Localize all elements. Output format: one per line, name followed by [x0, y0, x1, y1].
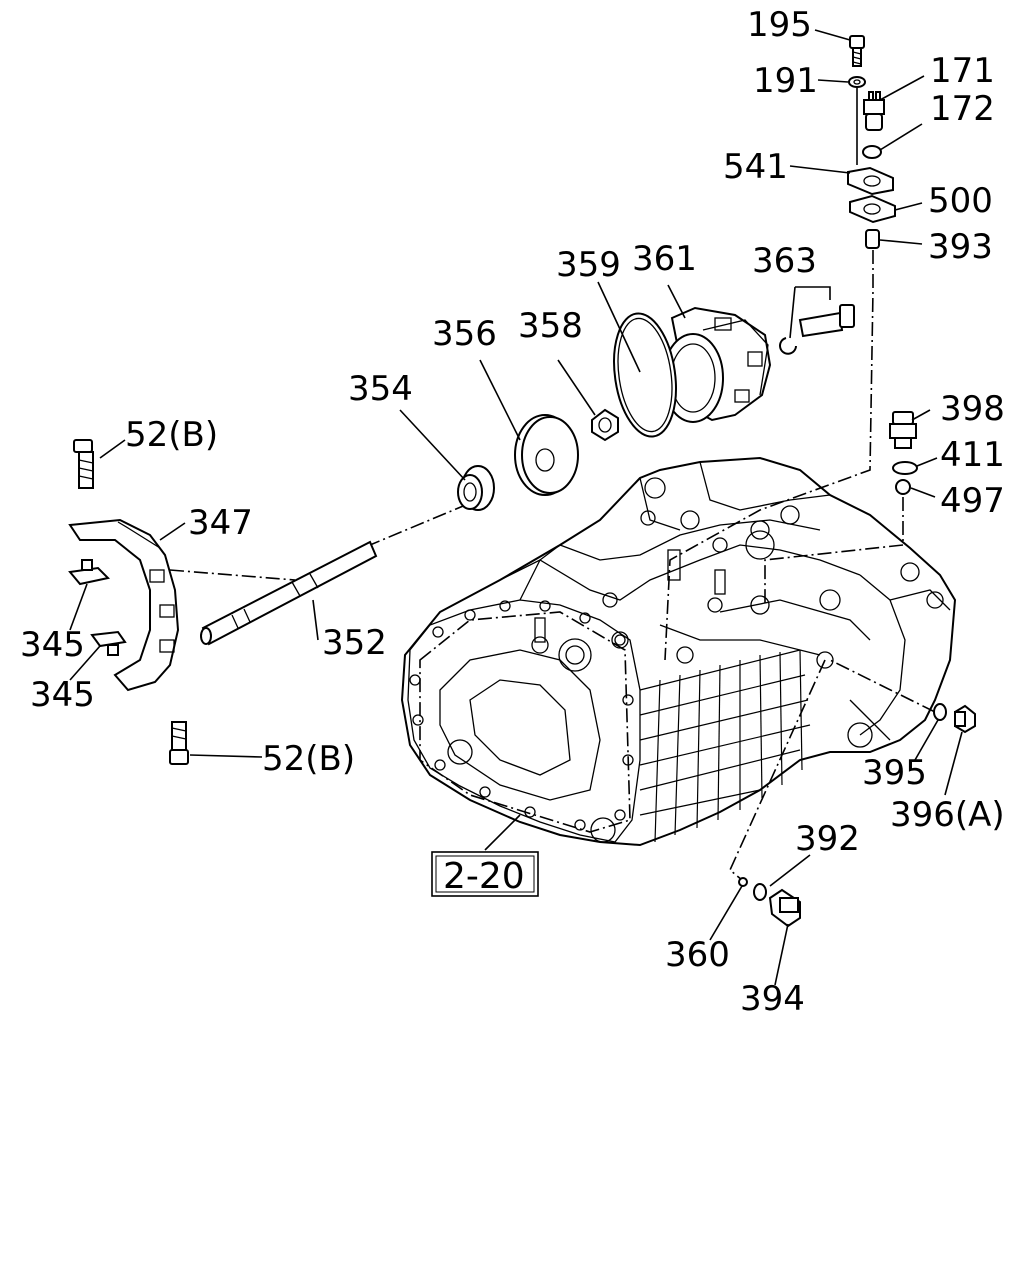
part-354-seal: [457, 465, 495, 511]
part-359-o-ring: [613, 312, 677, 438]
label-363: 363: [752, 241, 817, 281]
part-345-pad-lower: [90, 630, 127, 656]
label-541: 541: [723, 147, 788, 187]
label-356: 356: [432, 314, 497, 354]
part-52b-bolt-bottom: [169, 721, 189, 765]
part-358-nut: [591, 408, 619, 442]
part-171-switch: [863, 91, 885, 131]
label-345-upper: 345: [20, 625, 85, 665]
part-497-ball: [895, 479, 911, 495]
part-392-o-ring: [753, 883, 767, 901]
reference-box: 2-20: [431, 851, 539, 897]
part-352-shaft: [200, 540, 378, 646]
label-497: 497: [940, 481, 1005, 521]
label-358: 358: [518, 306, 583, 346]
part-345-pad-upper: [68, 559, 111, 586]
assembly-guide-lines: [169, 250, 936, 881]
label-359: 359: [556, 245, 621, 285]
part-394-switch: [768, 888, 801, 928]
label-345-lower: 345: [30, 675, 95, 715]
label-195: 195: [747, 5, 812, 45]
part-363-bolt: [779, 304, 855, 355]
transmission-case: [400, 456, 957, 847]
part-356-disc: [514, 414, 579, 496]
label-360: 360: [665, 935, 730, 975]
label-411: 411: [940, 435, 1005, 475]
label-347: 347: [188, 503, 253, 543]
part-52b-bolt-top: [73, 439, 94, 489]
part-411-o-ring: [892, 461, 918, 475]
label-394: 394: [740, 979, 805, 1019]
part-541-plate: [847, 166, 894, 196]
part-347-shift-fork: [68, 518, 180, 692]
part-395-o-ring: [933, 703, 947, 721]
label-52b-top: 52(B): [125, 415, 218, 455]
reference-box-label: 2-20: [443, 856, 525, 897]
label-396a: 396(A): [890, 795, 1005, 835]
leader-lines: [69, 29, 963, 986]
label-172: 172: [930, 89, 995, 129]
part-361-housing: [662, 306, 772, 423]
label-395: 395: [862, 753, 927, 793]
label-393: 393: [928, 227, 993, 267]
label-52b-bottom: 52(B): [262, 739, 355, 779]
label-398: 398: [940, 389, 1005, 429]
part-number-labels: 195 191 171 172 541 500 393 359 361 363 …: [20, 5, 1005, 1019]
part-360-ball: [738, 877, 748, 887]
label-354: 354: [348, 369, 413, 409]
label-171: 171: [930, 51, 995, 91]
label-191: 191: [753, 61, 818, 101]
part-396a-plug: [954, 704, 976, 734]
part-500-gasket: [849, 194, 896, 224]
label-361: 361: [632, 239, 697, 279]
part-195-bolt: [849, 35, 865, 67]
part-398-switch: [889, 411, 917, 449]
label-392: 392: [795, 819, 860, 859]
label-500: 500: [928, 181, 993, 221]
part-191-washer: [848, 76, 866, 88]
part-393-pin: [865, 229, 880, 249]
label-352: 352: [322, 623, 387, 663]
part-172-o-ring: [862, 145, 882, 159]
